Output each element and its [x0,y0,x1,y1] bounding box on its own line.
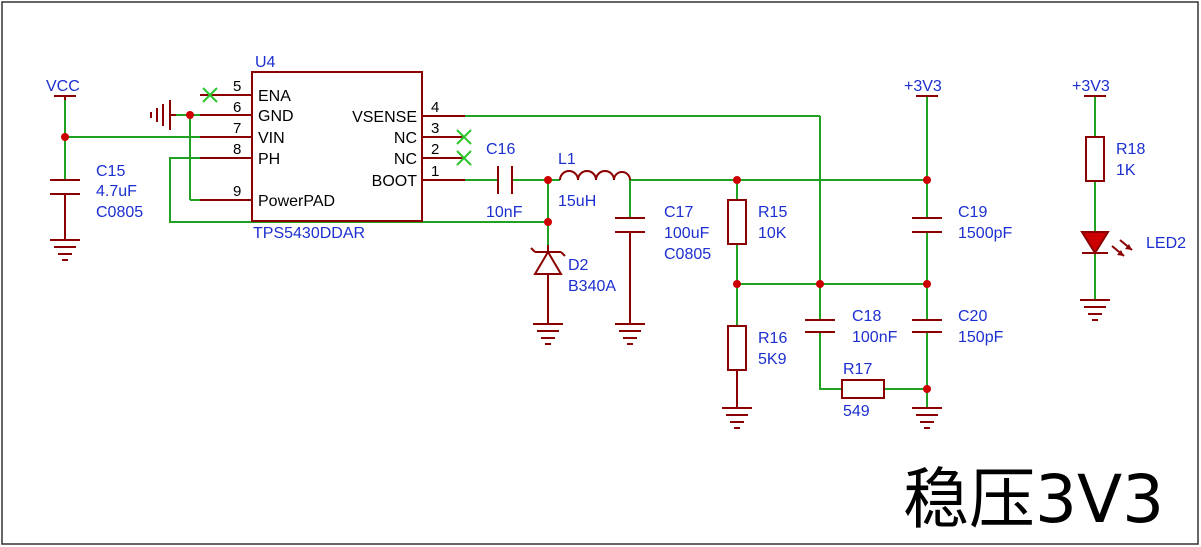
c20-value: 150pF [958,329,1004,346]
v33-label-a: +3V3 [904,78,942,95]
resistor-r17[interactable]: R17 549 [841,361,885,420]
resistor-r15[interactable]: R15 10K [727,199,787,245]
c17-ref: C17 [664,204,693,221]
pin-name-gnd: GND [258,108,294,125]
vcc-label: VCC [46,78,80,95]
c16-value: 10nF [486,204,523,221]
led-led2[interactable]: LED2 [1080,231,1186,257]
ground-icon [722,370,752,429]
c18-ref: C18 [852,308,881,325]
r17-ref: R17 [843,361,872,378]
c16-ref: C16 [486,141,515,158]
pin-num-5: 5 [233,78,241,95]
capacitor-c19[interactable]: C19 1500pF [912,204,1012,242]
ground-icon [50,194,80,261]
c20-ref: C20 [958,308,987,325]
u4-chip[interactable]: U4 TPS5430DDAR 5 6 7 8 9 ENA GND VIN PH … [200,54,465,242]
no-connect-icon [202,87,218,103]
c15-value: 4.7uF [96,183,137,200]
c15-package: C0805 [96,204,143,221]
ground-icon [150,100,176,130]
no-connect-icon [456,129,472,145]
ground-icon [1080,299,1110,321]
pin-name-ena: ENA [258,88,291,105]
vcc-port: VCC [46,78,80,100]
r16-value: 5K9 [758,351,787,368]
no-connect-marks [202,87,472,166]
capacitor-c16[interactable]: C16 10nF [486,141,523,221]
capacitor-c17[interactable]: C17 100uF C0805 [615,204,711,263]
ground-icon [912,407,942,429]
wires [64,96,1096,408]
pin-num-7: 7 [233,120,241,137]
pin-name-vin: VIN [258,130,285,147]
capacitor-c15[interactable]: C15 4.7uF C0805 [50,163,143,221]
c19-value: 1500pF [958,225,1012,242]
d2-value: B340A [568,278,616,295]
pin-name-vsense: VSENSE [352,109,417,126]
c18-value: 100nF [852,329,898,346]
resistor-r18[interactable]: R18 1K [1085,136,1145,182]
r15-value: 10K [758,225,787,242]
no-connect-icon [456,150,472,166]
ground-icon [533,290,563,345]
v33-port-a: +3V3 [904,78,942,97]
pin-name-powerpad: PowerPAD [258,193,335,210]
c17-package: C0805 [664,246,711,263]
pin-num-2: 2 [431,141,439,158]
ground-icon [615,232,645,345]
r16-ref: R16 [758,330,787,347]
r15-ref: R15 [758,204,787,221]
l1-ref: L1 [558,151,576,168]
c17-value: 100uF [664,225,710,242]
pin-num-3: 3 [431,120,439,137]
capacitor-c18[interactable]: C18 100nF [805,308,898,346]
diode-d2[interactable]: D2 B340A [530,245,616,295]
inductor-l1[interactable]: L1 15uH [558,151,631,210]
u4-ref: U4 [255,54,276,71]
d2-ref: D2 [568,257,589,274]
v33-label-b: +3V3 [1072,78,1110,95]
l1-value: 15uH [558,193,596,210]
v33-port-b: +3V3 [1072,78,1110,97]
pin-name-ph: PH [258,151,280,168]
page-title: 稳压3V3 [903,461,1164,538]
c15-ref: C15 [96,163,125,180]
led2-ref: LED2 [1146,235,1186,252]
capacitor-c20[interactable]: C20 150pF [912,308,1004,346]
r17-value: 549 [843,403,870,420]
pin-num-9: 9 [233,183,241,200]
r18-value: 1K [1116,162,1136,179]
resistor-r16[interactable]: R16 5K9 [727,325,787,371]
junction-dots [61,111,931,393]
pin-num-6: 6 [233,99,241,116]
pin-num-8: 8 [233,141,241,158]
r18-ref: R18 [1116,141,1145,158]
u4-part: TPS5430DDAR [253,225,365,242]
pin-num-1: 1 [431,163,439,180]
pin-num-4: 4 [431,99,439,116]
c19-ref: C19 [958,204,987,221]
pin-name-nc-2: NC [394,151,417,168]
pin-name-nc-3: NC [394,130,417,147]
pin-name-boot: BOOT [372,173,418,190]
